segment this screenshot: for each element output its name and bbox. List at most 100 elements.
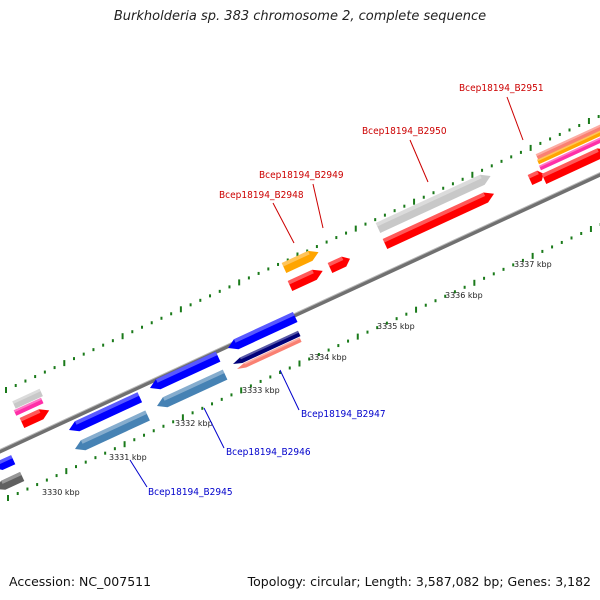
leader-b2950 [409,139,429,183]
gene-arrow-b2947-navy [233,330,301,364]
gene-arrow-b2948-orange-shine [281,250,310,267]
gene-arrow-left-pink-body [13,397,44,416]
gene-arrow-right-orange-shine [537,130,600,162]
gene-track [0,124,600,490]
gene-arrow-b2951-shine [541,148,599,178]
gene-arrow-right-pink [539,137,600,171]
gene-label-b2950[interactable]: Bcep18194_B2950 [362,126,447,137]
ruler-label-3332: 3332 kbp [175,419,213,428]
gene-arrow-left-pink-shine [13,397,42,413]
gene-arrow-b2950-silver-body [375,174,491,233]
gene-arrow-right-orange [537,130,600,165]
gene-arrow-b2947-blue-body [228,312,298,350]
gene-arrow-b2948-shine [287,269,314,285]
gene-arrow-left-grey-body [0,471,25,490]
leader-b2945 [129,459,148,488]
gene-arrow-b2946-shine [162,369,225,401]
gene-arrow-b2951 [541,148,600,184]
gene-arrow-b2947-blue [228,312,298,350]
ruler-label-3337: 3337 kbp [514,260,552,269]
gene-arrow-b2946-blue-shine [155,351,218,383]
gene-arrow-b2946 [157,369,228,408]
gene-arrow-b2947-navy-shine [239,330,299,360]
gene-label-b2948[interactable]: Bcep18194_B2948 [219,190,304,201]
accession-text: Accession: NC_007511 [9,574,152,589]
gene-label-b2949[interactable]: Bcep18194_B2949 [259,170,344,181]
ruler-label-3330: 3330 kbp [42,488,80,497]
gene-arrow-b2950-shine [382,192,486,243]
gene-arrow-b2945-blue-body [69,392,143,432]
gene-arrow-b2945-blue [69,392,143,432]
gene-arrow-b2945-blue-shine [74,392,140,425]
ruler-label-3331: 3331 kbp [109,453,147,462]
leader-b2949 [312,183,324,229]
gene-arrow-b2951-small [527,170,544,185]
gene-arrow-b2948-body [287,269,323,291]
gene-arrow-b2947-body [237,337,302,369]
gene-arrow-right-orange-body [537,130,600,165]
backbone-line [0,172,600,454]
gene-arrow-b2945-shine [80,410,147,444]
backbone-highlight [0,172,600,450]
gene-arrow-b2950-silver-shine [375,174,482,227]
leader-b2948 [272,202,295,244]
gene-arrow-b2951-body [541,148,600,184]
tick-row-upper [5,115,600,393]
gene-arrow-b2947-blue-shine [233,312,295,343]
gene-arrow-b2947 [237,337,302,369]
gene-label-b2945[interactable]: Bcep18194_B2945 [148,487,233,498]
gene-arrow-left-grey [0,471,25,490]
gene-arrow-b2948-orange-body [281,250,319,273]
gene-labels: Bcep18194_B2945 Bcep18194_B2946 Bcep1819… [148,83,544,498]
gene-arrow-b2950 [382,192,494,249]
gene-arrow-b2949-body [327,256,350,273]
gene-arrow-right-pink-shine [539,137,600,168]
leader-b2946 [203,407,225,449]
gene-arrow-b2946-blue [150,351,221,390]
leader-b2951 [506,96,524,141]
gene-arrow-b2946-blue-body [150,351,221,390]
gene-arrow-right-salmon-shine [535,124,600,157]
gene-arrow-b2949 [327,256,350,273]
gene-arrow-left-silver-shine [12,388,41,404]
gene-arrow-b2947-navy-body [233,330,301,364]
gene-arrow-b2947-shine [244,337,301,365]
tick-row-lower [7,223,600,501]
map-title: Burkholderia sp. 383 chromosome 2, compl… [113,9,487,24]
ruler-label-3333: 3333 kbp [242,386,280,395]
gene-arrow-b2950-body [382,192,494,249]
gene-arrow-left-blue-body [0,455,16,470]
gene-arrow-b2945 [75,410,150,451]
gene-arrow-left-blue [0,455,16,470]
leader-lines [129,96,524,488]
ruler-label-3335: 3335 kbp [377,322,415,331]
gene-arrow-b2950-silver [375,174,491,233]
gene-arrow-b2951-small-shine [527,170,539,179]
gene-arrow-left-red-shine [19,409,41,422]
gene-arrow-b2951-small-body [527,170,544,185]
gene-arrow-right-salmon [535,124,600,160]
gene-arrow-left-blue-shine [0,455,13,465]
gene-label-b2947[interactable]: Bcep18194_B2947 [301,409,386,420]
gene-arrow-left-grey-shine [1,471,22,484]
leader-b2947 [279,369,300,411]
gene-arrow-left-silver-body [12,388,43,409]
gene-arrow-right-pink-body [539,137,600,171]
gene-arrow-left-red [19,409,50,428]
ruler-label-3334: 3334 kbp [309,353,347,362]
gene-label-b2946[interactable]: Bcep18194_B2946 [226,447,311,458]
gene-arrow-b2945-body [75,410,150,451]
gene-arrow-left-red-body [19,409,50,428]
gene-arrow-left-pink [13,397,44,416]
gene-arrow-b2948-orange [281,250,319,273]
gene-label-b2951[interactable]: Bcep18194_B2951 [459,83,544,94]
genome-summary-text: Topology: circular; Length: 3,587,082 bp… [247,574,591,589]
gene-arrow-b2948 [287,269,323,291]
gene-arrow-b2949-shine [327,256,344,267]
ruler-label-3336: 3336 kbp [445,291,483,300]
gene-arrow-right-salmon-body [535,124,600,160]
ruler-labels: 3330 kbp 3331 kbp 3332 kbp 3333 kbp 3334… [42,260,552,497]
gene-arrow-b2946-body [157,369,228,408]
gene-arrow-left-silver [12,388,43,409]
